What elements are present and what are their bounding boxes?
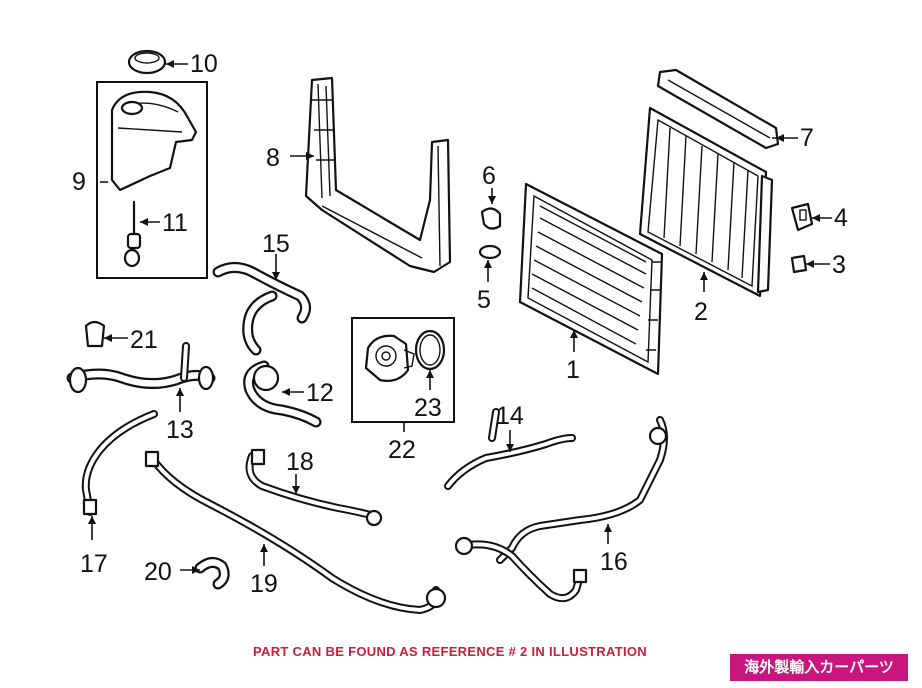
thermostat-group-box — [351, 317, 455, 423]
callout-17: 17 — [80, 550, 108, 578]
callout-20: 20 — [144, 558, 172, 586]
callout-7: 7 — [800, 124, 814, 152]
hose-13 — [66, 342, 216, 394]
hose-18 — [245, 448, 383, 527]
mount-4 — [790, 202, 814, 232]
callout-1: 1 — [566, 356, 580, 384]
reference-note: PART CAN BE FOUND AS REFERENCE # 2 IN IL… — [253, 644, 647, 659]
callout-10: 10 — [190, 50, 218, 78]
seal-5 — [478, 244, 502, 260]
clip-21 — [84, 320, 106, 348]
import-parts-badge: 海外製輸入カーパーツ — [730, 654, 908, 681]
coolant-reservoir — [110, 90, 198, 192]
pipe-14 — [444, 408, 576, 490]
radiator — [638, 106, 774, 298]
callout-15: 15 — [262, 230, 290, 258]
callout-5: 5 — [477, 286, 491, 314]
callout-3: 3 — [832, 251, 846, 279]
callout-18: 18 — [286, 448, 314, 476]
callout-9: 9 — [72, 168, 86, 196]
callout-13: 13 — [166, 416, 194, 444]
seal-6 — [480, 207, 502, 230]
callout-4: 4 — [834, 204, 848, 232]
hose-20 — [194, 557, 230, 590]
reservoir-group-box — [96, 81, 208, 279]
callout-22: 22 — [388, 436, 416, 464]
callout-14: 14 — [496, 402, 524, 430]
hose-15 — [212, 262, 311, 356]
callout-6: 6 — [482, 162, 496, 190]
thermostat-housing — [364, 334, 415, 382]
hose-17 — [81, 410, 158, 516]
upper-radiator-bracket — [656, 68, 780, 150]
callout-21: 21 — [130, 326, 158, 354]
callout-16: 16 — [600, 548, 628, 576]
callout-12: 12 — [306, 379, 334, 407]
callout-19: 19 — [250, 570, 278, 598]
pipe-assembly-16 — [454, 416, 668, 603]
ac-condenser — [518, 182, 664, 376]
reservoir-cap — [127, 49, 167, 75]
callout-11: 11 — [162, 209, 188, 237]
thermostat-o-ring — [414, 329, 446, 371]
callout-23: 23 — [414, 394, 442, 422]
radiator-support-frame — [304, 76, 452, 274]
hose-12 — [243, 360, 322, 428]
callout-8: 8 — [266, 144, 280, 172]
level-sensor — [123, 200, 142, 268]
mount-3 — [790, 254, 808, 274]
pipe-19 — [144, 450, 447, 614]
callout-2: 2 — [694, 298, 708, 326]
